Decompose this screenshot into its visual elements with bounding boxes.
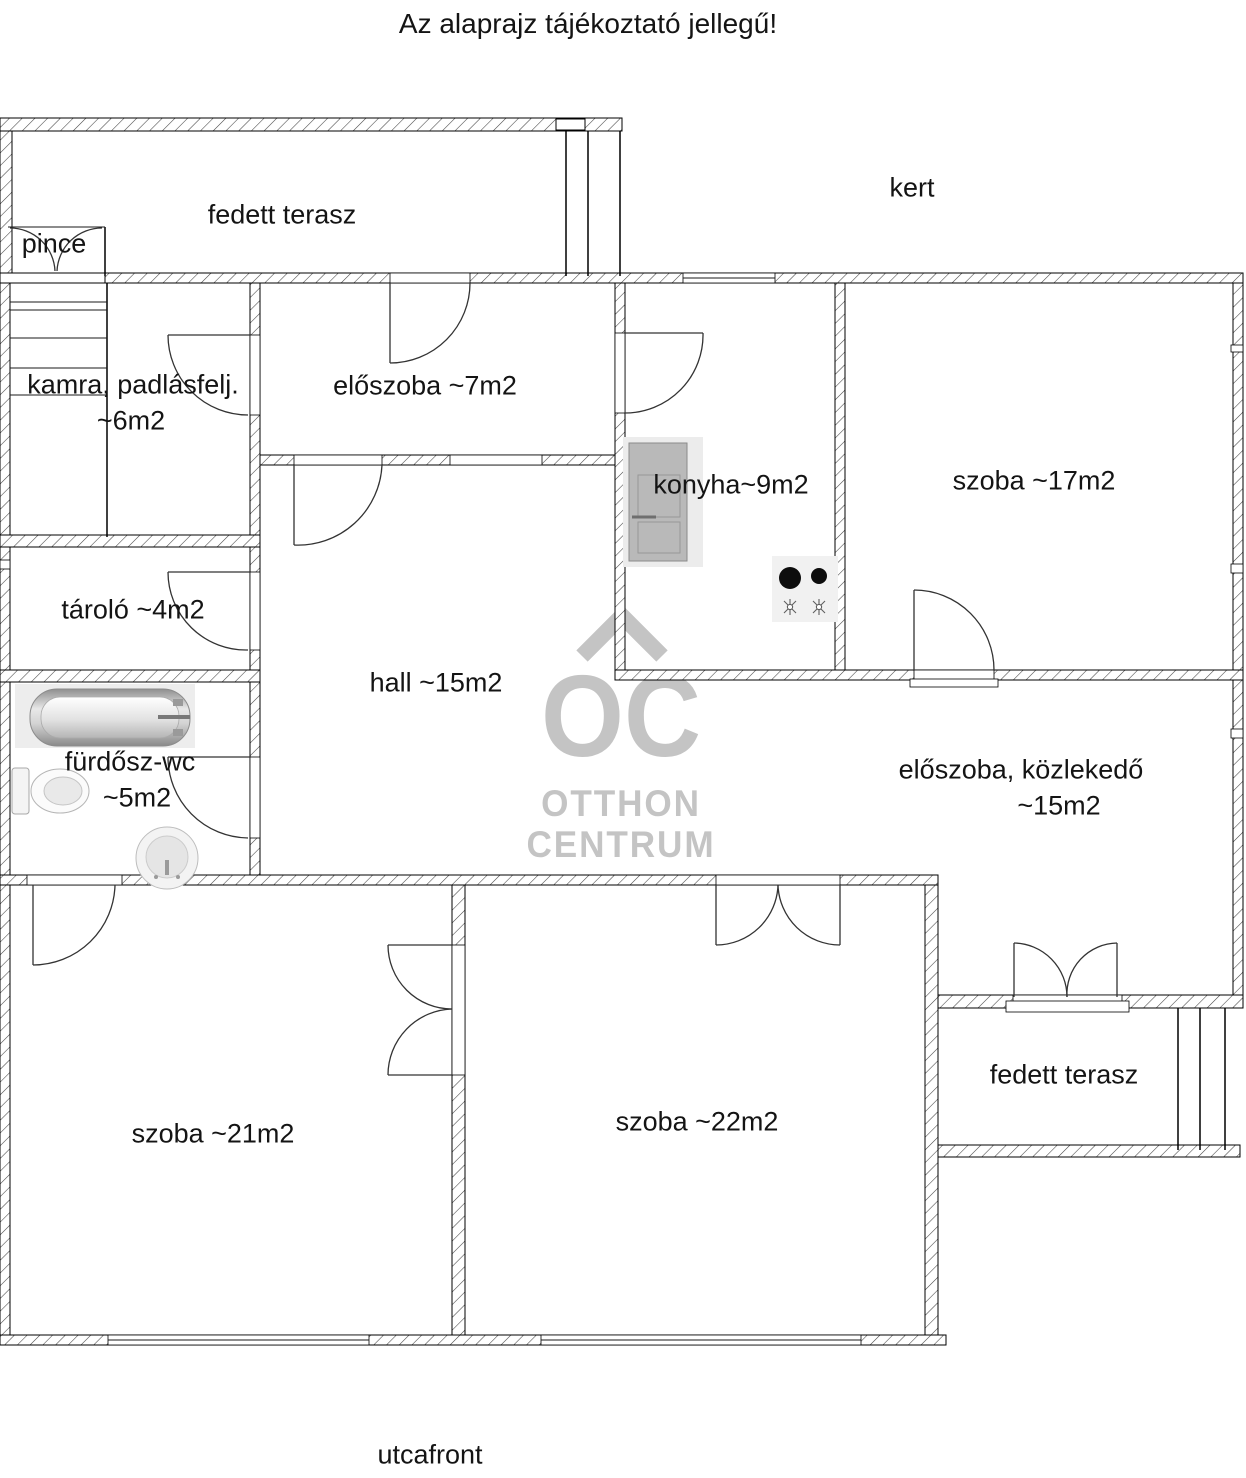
terrace-columns xyxy=(565,131,1226,1150)
label-hall: hall ~15m2 xyxy=(369,667,503,698)
label-kozlekedo-area: ~15m2 xyxy=(1017,790,1101,821)
label-konyha: konyha~9m2 xyxy=(653,469,809,500)
label-kozlekedo: előszoba, közlekedő xyxy=(898,754,1144,785)
label-furdoszoba: fürdősz-wc xyxy=(64,746,196,777)
label-eloszoba: előszoba ~7m2 xyxy=(333,370,517,401)
label-szoba22: szoba ~22m2 xyxy=(615,1106,779,1137)
label-szoba21: szoba ~21m2 xyxy=(131,1118,295,1149)
bathtub-icon xyxy=(15,684,195,748)
attic-ladder-icon xyxy=(10,283,108,537)
label-terasz-also: fedett terasz xyxy=(989,1059,1139,1090)
label-pince: pince xyxy=(21,228,87,259)
watermark-initials: OC xyxy=(540,651,702,781)
watermark-line2: CENTRUM xyxy=(526,824,716,865)
plan-title: Az alaprajz tájékoztató jellegű! xyxy=(398,8,778,39)
label-tarolo: tároló ~4m2 xyxy=(61,594,205,625)
label-kamra-area: ~6m2 xyxy=(96,405,166,436)
label-szoba17: szoba ~17m2 xyxy=(952,465,1116,496)
kitchen-unit-icon xyxy=(623,437,703,567)
label-utcafront: utcafront xyxy=(377,1439,483,1470)
washbasin-icon xyxy=(135,826,199,890)
label-kert: kert xyxy=(889,172,935,203)
stove-icon xyxy=(772,556,838,622)
label-terasz-felso: fedett terasz xyxy=(207,199,357,230)
label-furdoszoba-area: ~5m2 xyxy=(102,782,172,813)
watermark-line1: OTTHON xyxy=(541,783,701,824)
label-kamra: kamra, padlásfelj. xyxy=(27,369,239,400)
